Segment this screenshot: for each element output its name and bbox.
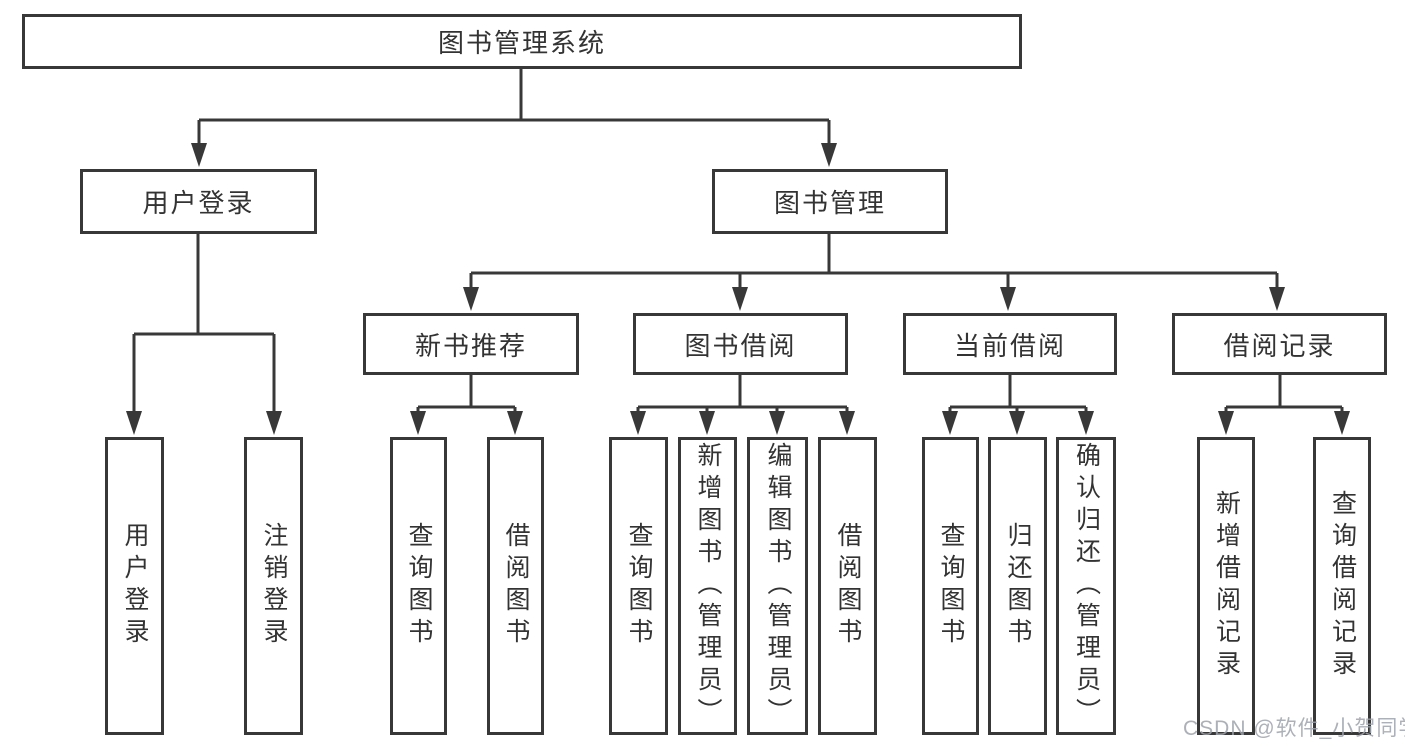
leaf-current-confirm-return-admin: 确认归还（管理员） [1056,437,1116,735]
leaf-rec-query-books: 查询图书 [390,437,447,735]
leaf-current-confirm-return-admin-label: 确认归还（管理员） [1072,442,1101,730]
node-root-label: 图书管理系统 [437,28,606,58]
leaf-user-login-label: 用户登录 [121,522,149,650]
arrowhead [732,287,748,311]
leaf-records-add-record: 新增借阅记录 [1197,437,1255,735]
leaf-borrow-add-books-admin-label: 新增图书（管理员） [694,442,722,730]
node-new-book-recommend-label: 新书推荐 [414,330,527,361]
leaf-current-return-books: 归还图书 [988,437,1047,735]
arrowhead [942,411,958,435]
watermark: CSDN @软件_小贺同学 [1183,717,1405,740]
arrowhead [191,143,207,167]
node-borrow-records-label: 借阅记录 [1223,330,1336,361]
leaf-records-query-record-label: 查询借阅记录 [1328,490,1357,682]
node-current-borrow: 当前借阅 [903,313,1117,375]
arrowhead [266,411,282,435]
arrowhead [1334,411,1350,435]
node-book-borrow-label: 图书借阅 [684,330,797,361]
node-new-book-recommend: 新书推荐 [363,313,579,375]
node-book-management-label: 图书管理 [773,188,886,218]
arrowhead [126,411,142,435]
arrowhead [839,411,855,435]
arrowhead [630,411,646,435]
arrowhead [769,411,785,435]
arrowhead [1269,287,1285,311]
node-current-borrow-label: 当前借阅 [953,330,1066,361]
leaf-borrow-borrow-books: 借阅图书 [818,437,877,735]
leaf-borrow-query-books-label: 查询图书 [625,522,653,650]
connector-recommend-to-leaves [416,375,517,418]
arrowhead [699,411,715,435]
connector-bookmgmt-to-level3 [469,233,1279,292]
arrowhead [821,143,837,167]
arrowhead [463,287,479,311]
node-borrow-records: 借阅记录 [1172,313,1387,375]
leaf-current-query-books-label: 查询图书 [937,522,965,650]
arrowhead [1078,411,1094,435]
connector-lines [132,69,1344,418]
arrowhead [1000,287,1016,311]
leaf-logout: 注销登录 [244,437,303,735]
connector-userlogin-to-leaves [132,233,276,418]
leaf-current-return-books-label: 归还图书 [1004,522,1032,650]
leaf-user-login: 用户登录 [105,437,164,735]
leaf-rec-borrow-books: 借阅图书 [487,437,544,735]
leaf-rec-borrow-books-label: 借阅图书 [502,522,530,650]
leaf-records-add-record-label: 新增借阅记录 [1212,490,1241,682]
leaf-records-query-record: 查询借阅记录 [1313,437,1371,735]
node-book-management: 图书管理 [712,169,948,234]
arrowheads [126,143,1350,435]
leaf-current-query-books: 查询图书 [922,437,979,735]
connector-borrow-to-leaves [636,375,849,418]
leaf-borrow-add-books-admin: 新增图书（管理员） [678,437,737,735]
node-root: 图书管理系统 [22,14,1022,69]
leaf-borrow-edit-books-admin-label: 编辑图书（管理员） [764,442,792,730]
leaf-borrow-edit-books-admin: 编辑图书（管理员） [747,437,808,735]
node-book-borrow: 图书借阅 [633,313,848,375]
node-user-login-label: 用户登录 [142,188,255,218]
arrowhead [1009,411,1025,435]
arrowhead [507,411,523,435]
leaf-borrow-borrow-books-label: 借阅图书 [834,522,862,650]
connector-records-to-leaves [1224,375,1344,418]
arrowhead [1218,411,1234,435]
leaf-logout-label: 注销登录 [260,522,288,650]
connector-root-to-level2 [197,69,831,150]
leaf-rec-query-books-label: 查询图书 [405,522,433,650]
arrowhead [410,411,426,435]
node-user-login: 用户登录 [80,169,317,234]
leaf-borrow-query-books: 查询图书 [609,437,668,735]
